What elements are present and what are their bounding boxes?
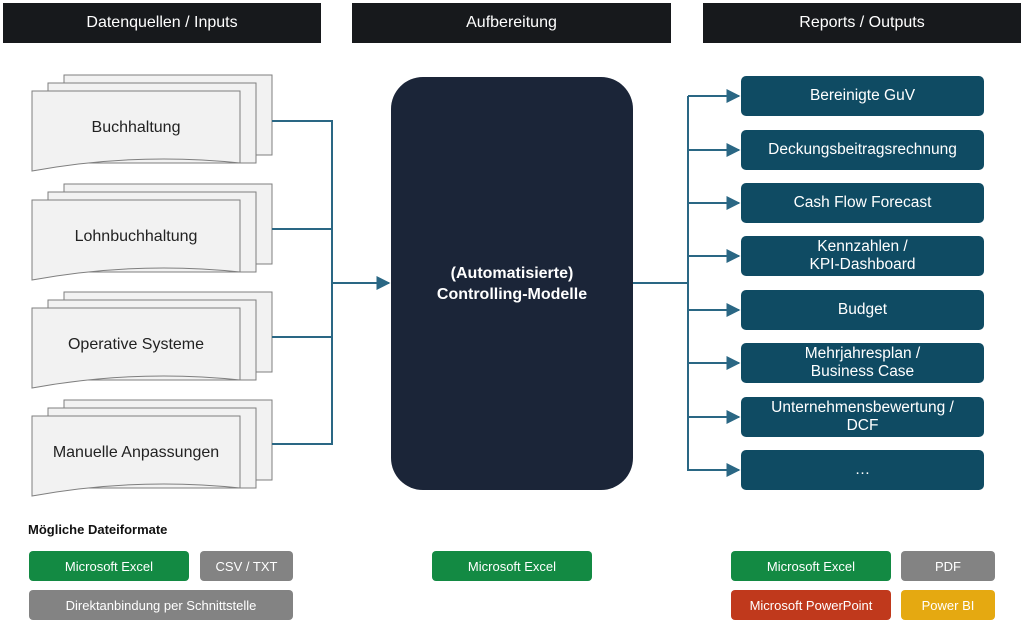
input-label-lohnbuchhaltung: Lohnbuchhaltung	[74, 228, 198, 245]
file-formats-title: Mögliche Dateiformate	[28, 522, 168, 537]
report-unternehmensbewertung: Unternehmensbewertung / DCF	[741, 397, 984, 437]
badge-input-excel: Microsoft Excel	[29, 551, 189, 581]
report-budget: Budget	[741, 290, 984, 330]
report-line1: Mehrjahresplan /	[804, 345, 921, 362]
document-stack-operative-systeme	[31, 291, 273, 389]
input-label-manuelle-anpassungen: Manuelle Anpassungen	[52, 444, 220, 461]
report-line1: Bereinigte GuV	[809, 87, 916, 104]
header-processing: Aufbereitung	[352, 3, 671, 43]
header-inputs: Datenquellen / Inputs	[3, 3, 321, 43]
badge-output-pdf: PDF	[901, 551, 995, 581]
controlling-models-box: (Automatisierte) Controlling-Modelle	[391, 77, 633, 490]
badge-output-excel: Microsoft Excel	[731, 551, 891, 581]
report-line1: Unternehmensbewertung /	[771, 399, 954, 416]
badge-input-csv: CSV / TXT	[200, 551, 293, 581]
report-kpi-dashboard: Kennzahlen / KPI-Dashboard	[741, 236, 984, 276]
badge-processing-excel: Microsoft Excel	[432, 551, 592, 581]
document-stack-buchhaltung	[31, 74, 273, 172]
badge-input-api: Direktanbindung per Schnittstelle	[29, 590, 293, 620]
report-line1: Kennzahlen /	[817, 238, 908, 255]
report-line2: Business Case	[810, 363, 915, 380]
core-label-line1: (Automatisierte)	[450, 264, 574, 282]
report-deckungsbeitragsrechnung: Deckungsbeitragsrechnung	[741, 130, 984, 170]
header-outputs: Reports / Outputs	[703, 3, 1021, 43]
core-label-line2: Controlling-Modelle	[436, 285, 588, 303]
report-line1: Budget	[837, 301, 888, 318]
input-label-buchhaltung: Buchhaltung	[91, 119, 181, 136]
report-line2: DCF	[846, 417, 879, 434]
report-line1: …	[854, 461, 871, 478]
report-cash-flow-forecast: Cash Flow Forecast	[741, 183, 984, 223]
report-line2: KPI-Dashboard	[809, 256, 916, 273]
input-label-operative-systeme: Operative Systeme	[67, 336, 205, 353]
document-stack-manuelle-anpassungen	[31, 399, 273, 497]
document-stack-lohnbuchhaltung	[31, 183, 273, 281]
report-line1: Cash Flow Forecast	[793, 194, 932, 211]
report-business-case: Mehrjahresplan / Business Case	[741, 343, 984, 383]
input-connectors	[272, 120, 391, 445]
badge-output-powerbi: Power BI	[901, 590, 995, 620]
output-connectors	[633, 89, 741, 477]
report-more: …	[741, 450, 984, 490]
report-bereinigte-guv: Bereinigte GuV	[741, 76, 984, 116]
report-line1: Deckungsbeitragsrechnung	[768, 141, 957, 158]
badge-output-powerpoint: Microsoft PowerPoint	[731, 590, 891, 620]
